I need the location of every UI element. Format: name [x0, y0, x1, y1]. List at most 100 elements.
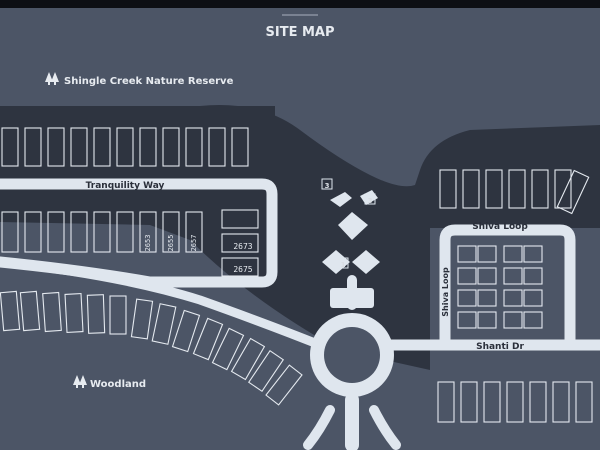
lot [503, 289, 523, 307]
shiva-loop-top-label: Shiva Loop [472, 222, 528, 232]
lot [221, 209, 259, 229]
lot [211, 327, 245, 371]
lot [231, 127, 249, 167]
lot [439, 169, 457, 209]
lot [192, 317, 224, 361]
building-3-marker [321, 178, 333, 190]
lot [437, 381, 455, 423]
lot [42, 291, 62, 333]
lot [531, 169, 549, 209]
lot [457, 245, 477, 263]
lots [0, 127, 593, 423]
lot [93, 211, 111, 253]
shiva-loop-road [439, 224, 576, 351]
shiva-loop-side-label: Shiva Loop [441, 267, 450, 317]
building-1-marker [337, 257, 349, 269]
lot [1, 127, 19, 167]
lot [477, 289, 497, 307]
lot [64, 293, 84, 333]
lot [1, 211, 19, 253]
lot [151, 303, 177, 345]
lot [483, 381, 501, 423]
lot [86, 294, 106, 334]
lot-2673-label: 2673 [233, 242, 252, 251]
lot [221, 257, 259, 277]
lot [523, 267, 543, 285]
lot [93, 127, 111, 167]
lot [47, 211, 65, 253]
lot [247, 350, 285, 392]
lot [0, 290, 21, 332]
lot-2675-label: 2675 [233, 265, 252, 274]
shanti-dr-label: Shanti Dr [476, 342, 524, 352]
lot [185, 211, 203, 253]
tranquility-way-label: Tranquility Way [86, 181, 165, 191]
lot [139, 211, 157, 253]
lot [529, 381, 547, 423]
tree-icon [73, 375, 87, 388]
lot [116, 211, 134, 253]
lot [503, 245, 523, 263]
roundabout-island [324, 327, 380, 383]
building-3b-label: 3 [368, 197, 373, 205]
edge-marker [298, 436, 302, 450]
lot [185, 127, 203, 167]
building-3-label: 3 [325, 182, 330, 190]
lot [162, 127, 180, 167]
lot [523, 289, 543, 307]
lot [523, 311, 543, 329]
common-area-zone [0, 105, 600, 370]
lot [503, 311, 523, 329]
tree-icon [45, 72, 59, 85]
exit-drive-left [303, 405, 335, 450]
building-3b-marker [364, 193, 376, 205]
lot [171, 309, 201, 353]
lot [109, 295, 127, 335]
building-e [352, 250, 380, 274]
building-1-label: 1 [341, 261, 346, 269]
lot [24, 211, 42, 253]
lot [70, 127, 88, 167]
lot [457, 289, 477, 307]
lot [457, 311, 477, 329]
lot [554, 169, 572, 209]
lot [477, 245, 497, 263]
lot [116, 127, 134, 167]
lot [130, 298, 154, 340]
upper-lot-zone [0, 106, 275, 170]
lot [230, 337, 266, 381]
lot-2657-label: 2657 [190, 235, 198, 252]
lot [523, 245, 543, 263]
lot [265, 364, 303, 406]
roads [0, 178, 600, 450]
lot [477, 267, 497, 285]
lot [506, 381, 524, 423]
lot [70, 211, 88, 253]
exit-drive-right [369, 405, 401, 450]
lot [477, 311, 497, 329]
lot [462, 169, 480, 209]
lot [139, 127, 157, 167]
lot [503, 267, 523, 285]
nature-reserve-label: Shingle Creek Nature Reserve [64, 76, 234, 87]
lot [162, 211, 180, 253]
building-a [330, 192, 352, 207]
woodland-label: Woodland [90, 379, 146, 390]
page-title: SITE MAP [266, 25, 335, 40]
entry-gate [330, 288, 374, 308]
lot [19, 290, 41, 332]
lot [24, 127, 42, 167]
lot [508, 169, 526, 209]
lot-2655-label: 2655 [167, 235, 175, 252]
lot [575, 381, 593, 423]
lot [457, 267, 477, 285]
lot [47, 127, 65, 167]
lot [552, 381, 570, 423]
lot [485, 169, 503, 209]
woodland-road [0, 257, 325, 350]
building-c [338, 212, 368, 240]
lot [460, 381, 478, 423]
lot [208, 127, 226, 167]
